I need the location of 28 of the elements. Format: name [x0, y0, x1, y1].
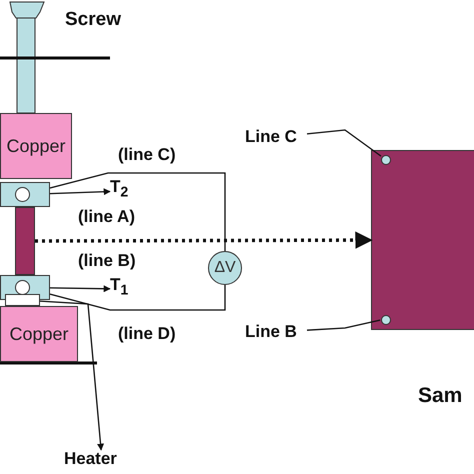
- sample-rod: [15, 207, 35, 275]
- contact-point: [381, 315, 391, 325]
- dotted-arrow: [35, 231, 373, 249]
- arrow: [50, 188, 111, 196]
- annotation-text: (line A): [78, 208, 135, 225]
- contact-point: [381, 155, 391, 165]
- annotation-text: (line C): [118, 146, 176, 163]
- temperature-label: T$_{2}$: [110, 178, 138, 204]
- annotation-text: Screw: [65, 10, 121, 29]
- arrow: [40, 300, 104, 451]
- arrow: [50, 285, 111, 292]
- wire: [50, 285, 226, 311]
- wire-label: Line B: [245, 323, 307, 341]
- annotation-text: (line B): [78, 252, 136, 269]
- annotation-text: Sam: [418, 385, 462, 406]
- thermocouple-holder: [0, 182, 50, 207]
- wire: [50, 172, 226, 251]
- voltmeter-symbol: ΔV: [208, 251, 242, 285]
- sample-plate: [371, 150, 474, 330]
- copper-block: Copper: [0, 113, 72, 179]
- heater-element: [5, 294, 40, 306]
- wire-label: Line C: [245, 128, 307, 146]
- copper-block: Copper: [0, 306, 78, 362]
- part-label: Heater: [64, 450, 140, 470]
- annotation-text: (line D): [118, 325, 176, 342]
- temperature-label: T$_{1}$: [110, 276, 138, 302]
- leader-line: [306, 319, 380, 331]
- leader-line: [306, 129, 382, 157]
